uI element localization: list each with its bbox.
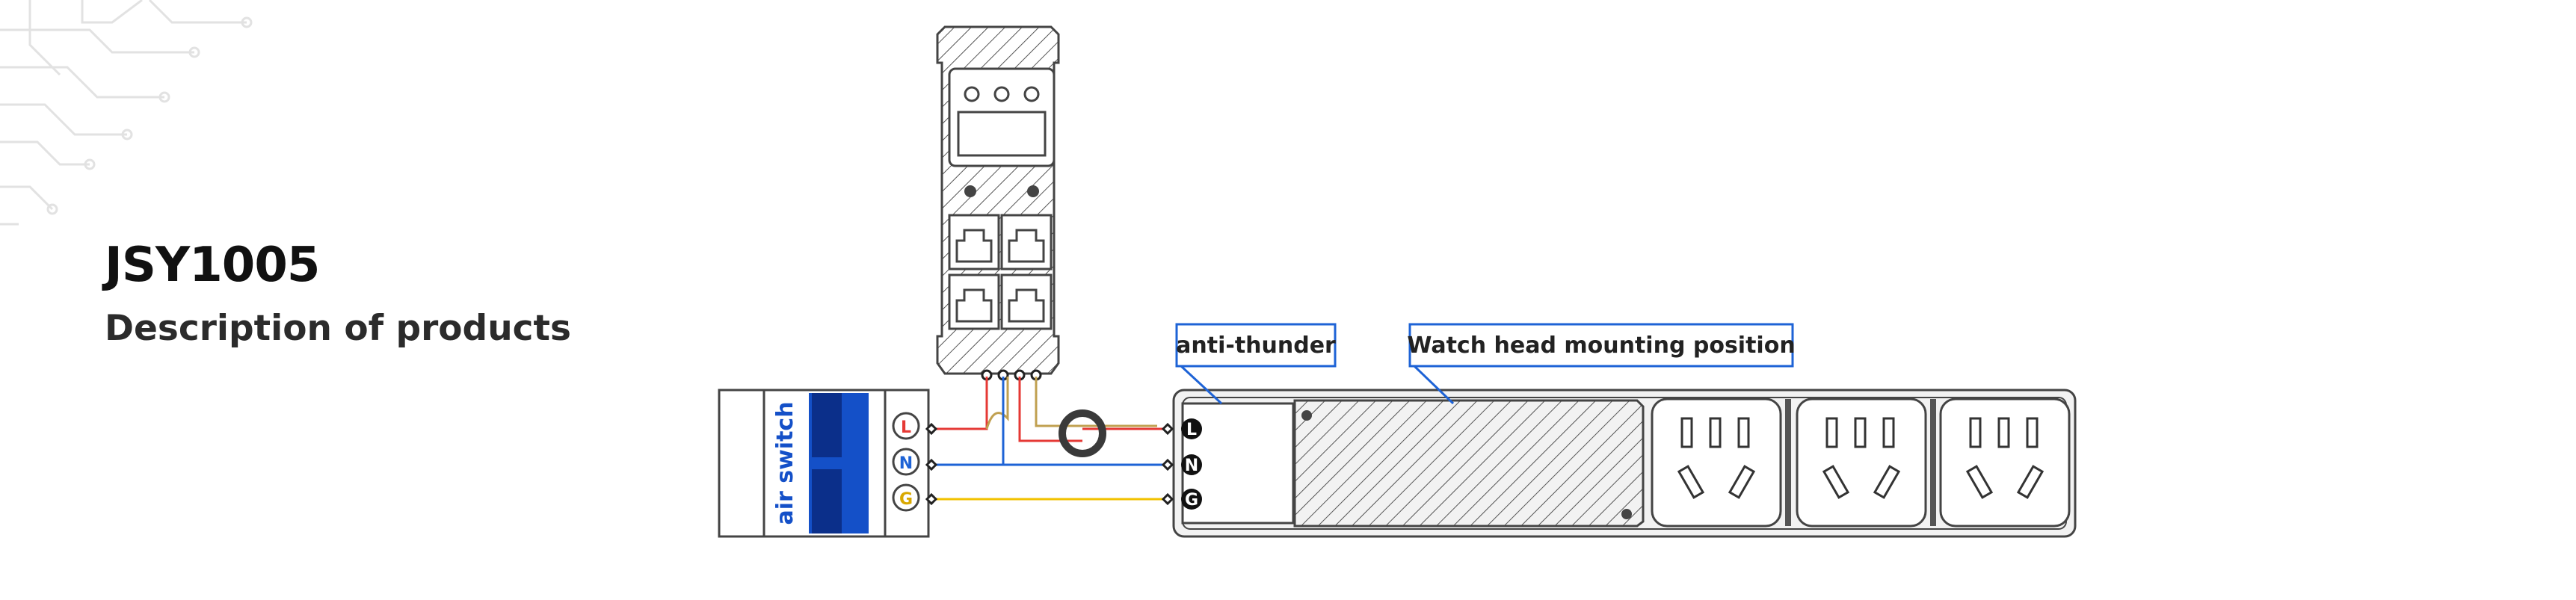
ct-sense-wire <box>985 377 1009 430</box>
live-wire-meter-out <box>1018 377 1082 442</box>
mounting-screw <box>964 185 976 197</box>
power-socket <box>1796 398 1927 528</box>
meter-display-screen <box>957 111 1047 157</box>
breaker-output-terminal <box>925 458 938 471</box>
product-subtitle: Description of products <box>105 308 571 349</box>
mounting-screw <box>1027 185 1039 197</box>
power-socket <box>1651 398 1782 528</box>
breaker-toggle <box>812 469 842 533</box>
circuit-decoration <box>0 0 253 226</box>
callout-anti-thunder: anti-thunder <box>1175 323 1337 405</box>
pdu-terminal-n: N <box>1185 457 1198 475</box>
energy-meter-module <box>936 25 1060 381</box>
indicator-led <box>964 86 980 102</box>
callout-watch-head: Watch head mounting position <box>1407 323 1796 405</box>
mount-screw <box>1301 410 1312 421</box>
pdu-terminal-g: G <box>1185 491 1198 510</box>
pdu-input-terminal <box>1161 492 1174 506</box>
mount-screw <box>1621 509 1632 519</box>
air-switch-breaker: air switch L N G <box>718 389 930 538</box>
ct-sense-wire <box>1035 377 1157 427</box>
pdu-power-strip: L N G <box>1161 389 2077 538</box>
indicator-led <box>993 86 1010 102</box>
neutral-wire-breaker-to-meter <box>931 377 1005 466</box>
product-title: JSY1005 <box>105 238 320 293</box>
breaker-terminal-n: N <box>899 454 913 473</box>
pdu-terminal-l: L <box>1186 421 1197 439</box>
watch-head-label: Watch head mounting position <box>1407 333 1795 359</box>
pdu-input-terminal <box>1161 422 1174 436</box>
indicator-led <box>1023 86 1040 102</box>
breaker-label: air switch <box>772 401 798 525</box>
watch-head-mount-area <box>1293 399 1645 528</box>
breaker-toggle <box>812 393 842 457</box>
wires <box>931 377 1172 501</box>
pdu-input-terminal <box>1161 458 1174 471</box>
power-socket <box>1939 398 2071 528</box>
breaker-terminal-l: L <box>901 418 911 437</box>
breaker-output-terminal <box>925 492 938 506</box>
live-wire-breaker-to-meter <box>931 377 988 430</box>
anti-thunder-label: anti-thunder <box>1176 333 1336 359</box>
breaker-output-terminal <box>925 422 938 436</box>
current-transformer-ring <box>1059 409 1106 457</box>
breaker-terminal-g: G <box>899 490 913 509</box>
